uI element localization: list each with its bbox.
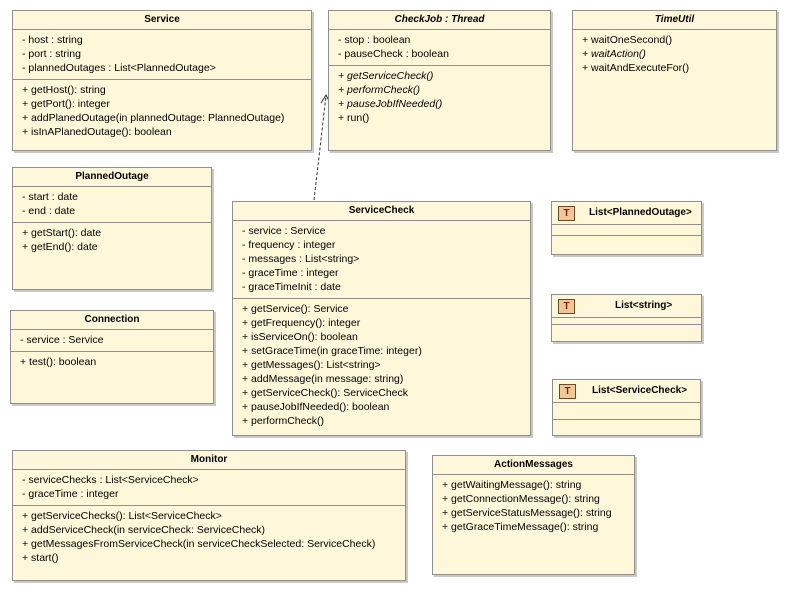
class-title: T List<ServiceCheck> [553,380,700,403]
method: + getWaitingMessage(): string [442,479,582,491]
template-list-service-check[interactable]: T List<ServiceCheck> [552,379,701,436]
method: + getGraceTimeMessage(): string [442,521,599,533]
method: + waitAction() [582,48,646,60]
method: + pauseJobIfNeeded(): boolean [242,401,390,413]
method: + isInAPlanedOutage(): boolean [22,126,172,138]
methods-section [552,236,701,256]
method: + getEnd(): date [22,241,98,253]
class-servicecheck[interactable]: ServiceCheck - service : Service - frequ… [232,201,531,436]
class-title: TimeUtil [573,11,776,30]
method: + run() [338,112,370,124]
template-badge-icon: T [559,383,576,399]
attribute: - port : string [22,48,81,60]
attribute: - service : Service [242,225,326,237]
class-actionmessages[interactable]: ActionMessages + getWaitingMessage(): st… [432,455,635,575]
attributes-section [552,225,701,236]
method: + addPlanedOutage(in plannedOutage: Plan… [22,112,285,124]
attribute: - host : string [22,34,83,46]
methods-section: + getService(): Service + getFrequency()… [233,299,530,432]
attributes-section: - stop : boolean - pauseCheck : boolean [329,30,550,66]
attributes-section: - start : date - end : date [13,187,211,223]
class-title: ActionMessages [433,456,634,475]
template-list-string[interactable]: T List<string> [551,294,702,342]
attribute: - frequency : integer [242,239,336,251]
class-title: T List<PlannedOutage> [552,202,701,225]
method: + waitAndExecuteFor() [582,62,690,74]
attributes-section: - host : string - port : string - planne… [13,30,311,80]
template-name: List<PlannedOutage> [589,207,692,218]
method: + getServiceCheck() [338,70,434,82]
method: + getConnectionMessage(): string [442,493,600,505]
method: + setGraceTime(in graceTime: integer) [242,345,422,357]
method: + getServiceChecks(): List<ServiceCheck> [22,510,222,522]
method: + getService(): Service [242,303,349,315]
method: + getMessagesFromServiceCheck(in service… [22,538,376,550]
realization-line [313,95,327,201]
attribute: - graceTime : integer [242,267,339,279]
methods-section: + waitOneSecond() + waitAction() + waitA… [573,30,776,79]
method: + waitOneSecond() [582,34,673,46]
method: + getPort(): integer [22,98,110,110]
method: + getMessages(): List<string> [242,359,381,371]
class-plannedoutage[interactable]: PlannedOutage - start : date - end : dat… [12,167,212,290]
attribute: - start : date [22,191,79,203]
attribute: - stop : boolean [338,34,411,46]
methods-section: + getServiceChecks(): List<ServiceCheck>… [13,506,405,569]
methods-section [553,420,700,436]
class-title: CheckJob : Thread [329,11,550,30]
methods-section: + test(): boolean [11,352,213,373]
class-timeutil[interactable]: TimeUtil + waitOneSecond() + waitAction(… [572,10,777,151]
method: + addMessage(in message: string) [242,373,404,385]
template-badge-icon: T [558,298,575,314]
methods-section [552,325,701,341]
attributes-section [553,403,700,420]
class-title: Monitor [13,451,405,470]
class-title: Connection [11,311,213,330]
class-service[interactable]: Service - host : string - port : string … [12,10,312,151]
methods-section: + getHost(): string + getPort(): integer… [13,80,311,143]
method: + isServiceOn(): boolean [242,331,358,343]
attribute: - end : date [22,205,76,217]
methods-section: + getWaitingMessage(): string + getConne… [433,475,634,538]
method: + getStart(): date [22,227,102,239]
class-connection[interactable]: Connection - service : Service + test():… [10,310,214,404]
method: + start() [22,552,59,564]
method: + test(): boolean [20,356,97,368]
method: + getServiceStatusMessage(): string [442,507,612,519]
template-name: List<ServiceCheck> [592,385,688,396]
attributes-section [552,318,701,325]
attribute: - service : Service [20,334,104,346]
method: + getHost(): string [22,84,106,96]
attributes-section: - serviceChecks : List<ServiceCheck> - g… [13,470,405,506]
method: + addServiceCheck(in serviceCheck: Servi… [22,524,266,536]
attributes-section: - service : Service - frequency : intege… [233,221,530,299]
methods-section: + getServiceCheck() + performCheck() + p… [329,66,550,129]
attribute: - pauseCheck : boolean [338,48,449,60]
class-checkjob[interactable]: CheckJob : Thread - stop : boolean - pau… [328,10,551,151]
attributes-section: - service : Service [11,330,213,352]
method: + getServiceCheck(): ServiceCheck [242,387,409,399]
class-title: PlannedOutage [13,168,211,187]
method: + getFrequency(): integer [242,317,361,329]
methods-section: + getStart(): date + getEnd(): date [13,223,211,258]
method: + performCheck() [242,415,324,427]
class-title: T List<string> [552,295,701,318]
class-title: Service [13,11,311,30]
attribute: - serviceChecks : List<ServiceCheck> [22,474,199,486]
method: + performCheck() [338,84,420,96]
attribute: - graceTimeInit : date [242,281,341,293]
class-monitor[interactable]: Monitor - serviceChecks : List<ServiceCh… [12,450,406,581]
class-title: ServiceCheck [233,202,530,221]
method: + pauseJobIfNeeded() [338,98,443,110]
template-name: List<string> [615,300,673,311]
attribute: - plannedOutages : List<PlannedOutage> [22,62,216,74]
template-badge-icon: T [558,205,575,221]
attribute: - graceTime : integer [22,488,119,500]
attribute: - messages : List<string> [242,253,360,265]
template-list-planned-outage[interactable]: T List<PlannedOutage> [551,201,702,255]
